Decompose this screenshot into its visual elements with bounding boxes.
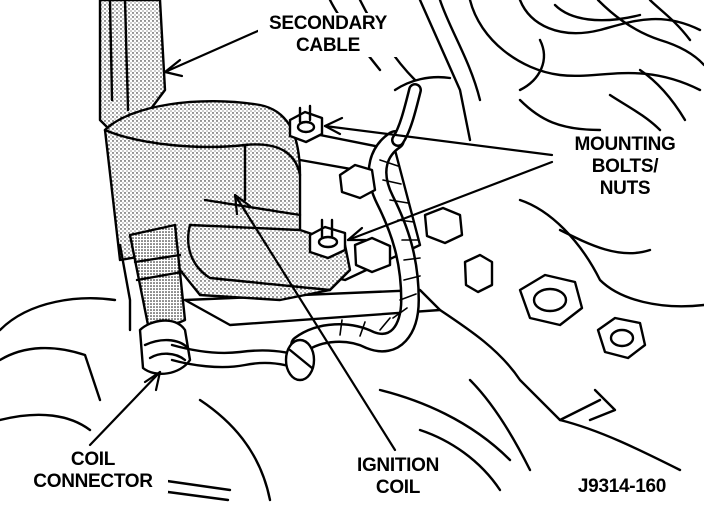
label-secondary-cable-line-2: CABLE bbox=[296, 35, 360, 56]
coil-tower-boot bbox=[118, 223, 187, 337]
figure-code: J9314-160 bbox=[562, 476, 682, 498]
mounting-bolt-upper bbox=[288, 104, 324, 144]
bracket-bolt-heads bbox=[338, 163, 647, 360]
label-mounting-bolts-line-1: MOUNTING bbox=[574, 134, 676, 155]
label-ignition-coil-line-2: COIL bbox=[375, 477, 421, 498]
coil-connector bbox=[138, 319, 307, 376]
wire-harness bbox=[284, 83, 422, 382]
label-coil-connector-line-2: CONNECTOR bbox=[33, 471, 153, 492]
label-secondary-cable-line-1: SECONDARY bbox=[269, 13, 387, 34]
label-mounting-bolts-line-2: BOLTS/ bbox=[591, 156, 659, 177]
label-ignition-coil-line-1: IGNITION bbox=[356, 455, 440, 476]
label-coil-connector: COIL CONNECTOR bbox=[18, 449, 168, 493]
label-mounting-bolts-line-3: NUTS bbox=[599, 178, 651, 199]
mounting-bolt-lower bbox=[308, 218, 347, 260]
leader-lines bbox=[88, 28, 554, 452]
label-secondary-cable: SECONDARY CABLE bbox=[258, 13, 398, 57]
label-mounting-bolts: MOUNTING BOLTS/ NUTS bbox=[560, 134, 690, 200]
label-coil-connector-line-1: COIL bbox=[70, 449, 116, 470]
engine-lower bbox=[0, 198, 704, 502]
label-ignition-coil: IGNITION COIL bbox=[344, 455, 452, 499]
